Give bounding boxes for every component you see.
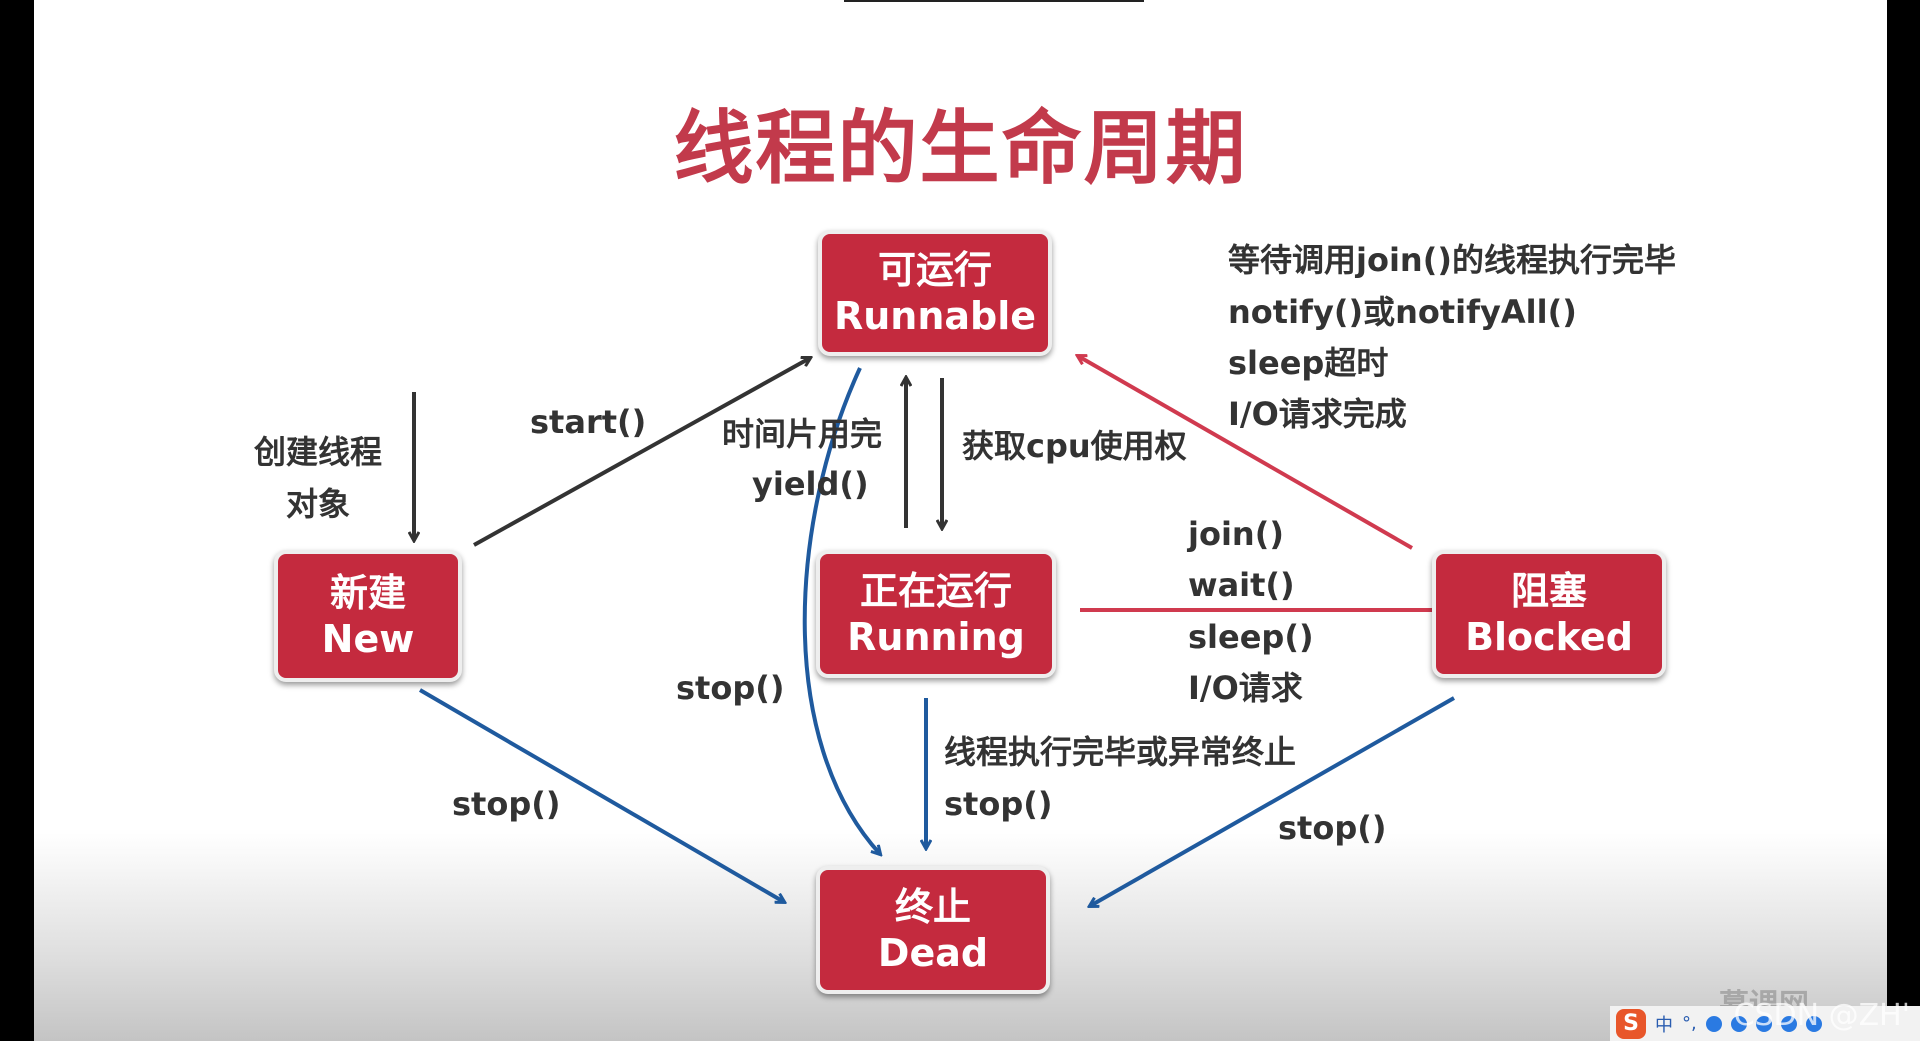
slide: 线程的生命周期 可运行 Runnable 新建 New xyxy=(34,0,1887,1041)
label-stop-runnable: stop() xyxy=(676,669,785,707)
skin-icon[interactable] xyxy=(1780,1015,1797,1032)
keyboard-icon[interactable] xyxy=(1755,1015,1772,1032)
label-get-cpu: 获取cpu使用权 xyxy=(962,427,1187,465)
state-runnable-cn: 可运行 xyxy=(877,248,992,292)
label-block-2: wait() xyxy=(1188,566,1295,604)
punct-mode[interactable]: °, xyxy=(1682,1013,1697,1034)
label-finish-1: 线程执行完毕或异常终止 xyxy=(944,733,1297,771)
ime-mode[interactable]: 中 xyxy=(1655,1014,1673,1036)
label-timeslice-2: yield() xyxy=(752,465,869,503)
label-wakeup-1: 等待调用join()的线程执行完毕 xyxy=(1228,241,1676,279)
label-wakeup-2: notify()或notifyAll() xyxy=(1228,293,1577,331)
top-bar xyxy=(844,0,1144,2)
label-finish-2: stop() xyxy=(944,785,1053,823)
csdn-watermark: CSDN @ZH' xyxy=(1733,998,1910,1033)
label-start: start() xyxy=(530,403,647,441)
label-create-1: 创建线程 xyxy=(254,433,383,471)
label-wakeup-3: sleep超时 xyxy=(1228,344,1389,382)
state-new-cn: 新建 xyxy=(329,571,406,615)
label-timeslice-1: 时间片用完 xyxy=(722,415,883,453)
state-running-cn: 正在运行 xyxy=(859,569,1012,613)
label-create-2: 对象 xyxy=(286,485,351,523)
label-stop-blocked: stop() xyxy=(1278,809,1387,847)
state-blocked-en: Blocked xyxy=(1465,615,1633,659)
label-block-4: I/O请求 xyxy=(1188,669,1303,707)
state-blocked: 阻塞 Blocked xyxy=(1432,550,1666,678)
arrow-new-to-dead xyxy=(418,688,784,902)
state-running-en: Running xyxy=(847,615,1025,659)
label-block-1: join() xyxy=(1188,515,1284,553)
state-runnable: 可运行 Runnable xyxy=(818,230,1052,356)
state-runnable-en: Runnable xyxy=(833,294,1037,338)
label-wakeup-4: I/O请求完成 xyxy=(1228,395,1407,433)
slide-title: 线程的生命周期 xyxy=(673,102,1248,195)
emoji-icon[interactable] xyxy=(1705,1015,1722,1032)
state-dead: 终止 Dead xyxy=(816,866,1050,994)
sogou-ime-icon[interactable]: S xyxy=(1616,1008,1646,1039)
arrow-blocked-to-dead xyxy=(1090,696,1455,906)
state-new-en: New xyxy=(321,617,415,661)
state-dead-en: Dead xyxy=(877,931,989,975)
label-block-3: sleep() xyxy=(1188,618,1314,656)
toolbox-icon[interactable] xyxy=(1805,1015,1822,1032)
arrow-runnable-stop xyxy=(802,367,880,854)
arrow-start xyxy=(473,358,810,547)
system-tray: S 中 °, xyxy=(1610,1006,1920,1041)
state-running: 正在运行 Running xyxy=(816,550,1056,678)
label-stop-new: stop() xyxy=(452,785,561,823)
arrow-blocked-to-runnable xyxy=(1078,356,1413,550)
mic-icon[interactable] xyxy=(1730,1015,1747,1032)
state-dead-cn: 终止 xyxy=(894,885,971,929)
state-new: 新建 New xyxy=(274,550,462,682)
state-blocked-cn: 阻塞 xyxy=(1510,569,1587,613)
arrows-layer xyxy=(34,0,1455,1041)
